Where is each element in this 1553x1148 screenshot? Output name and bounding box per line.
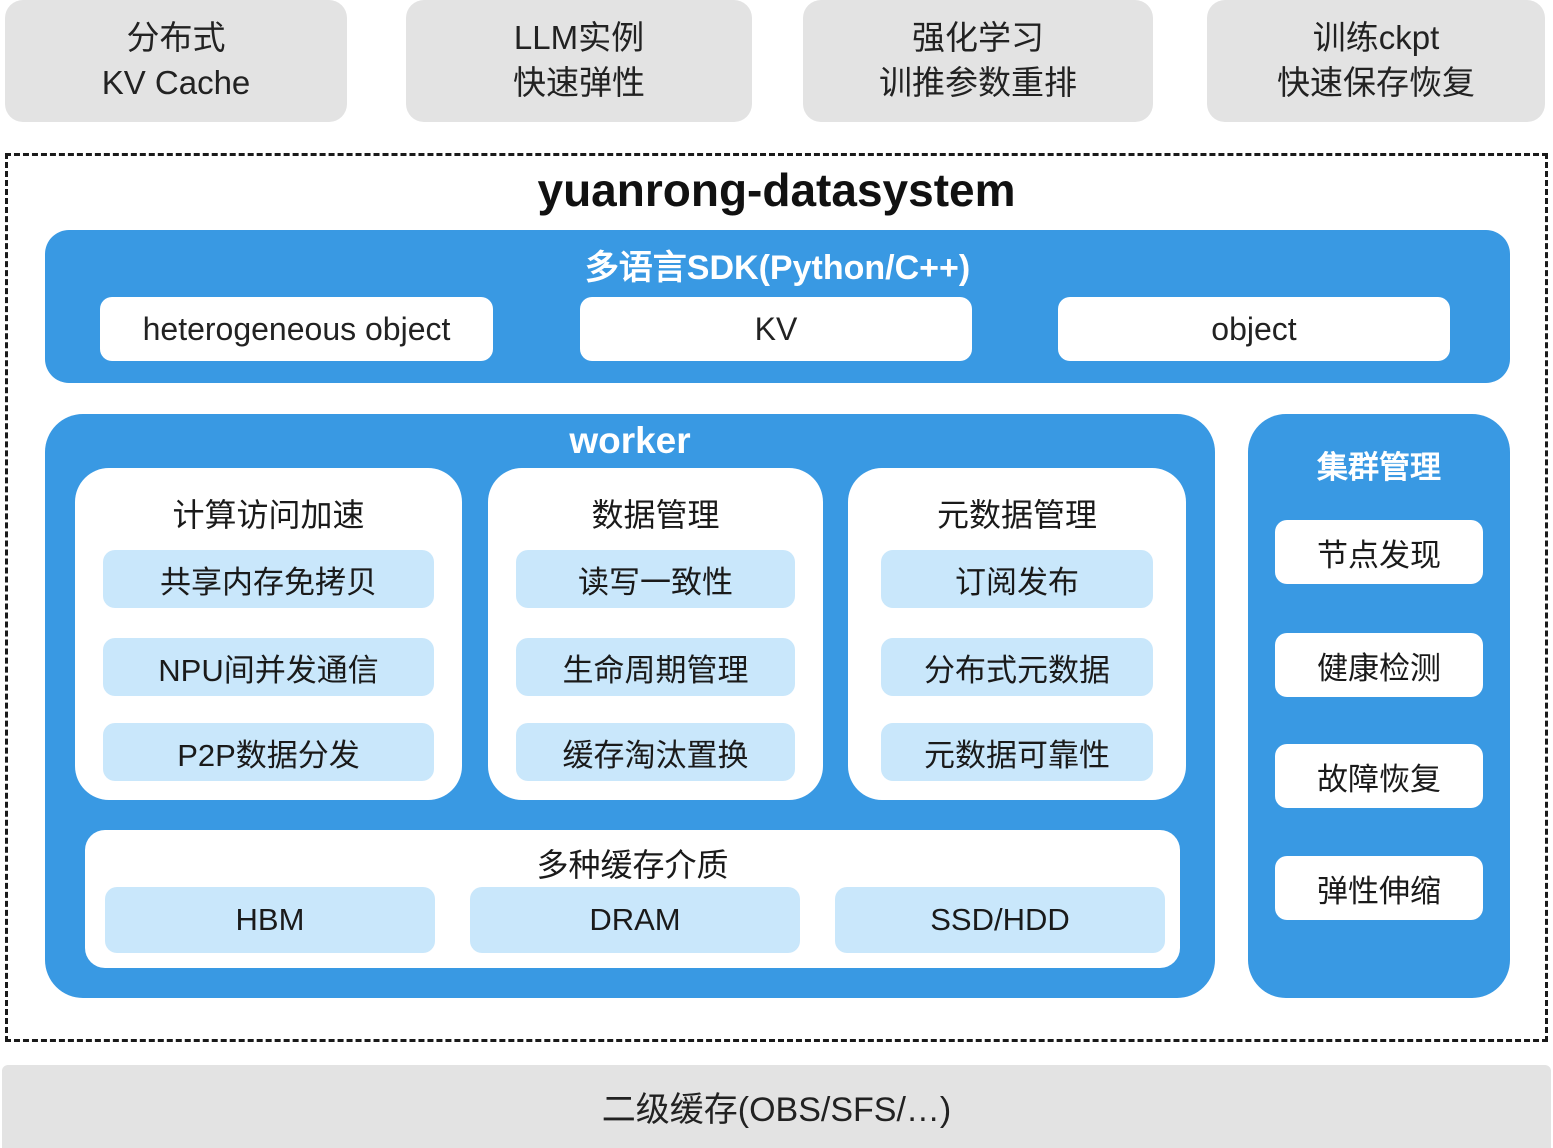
worker-title: worker [569,420,691,461]
worker-column-metadata-management: 元数据管理 订阅发布 分布式元数据 元数据可靠性 [848,468,1186,800]
usecase-line: LLM实例 [513,19,645,57]
feature-chip: 共享内存免拷贝 [103,550,434,608]
usecase-ckpt-save-restore: 训练ckpt 快速保存恢复 [1207,0,1545,122]
feature-chip: NPU间并发通信 [103,638,434,696]
worker-panel: worker 计算访问加速 共享内存免拷贝 NPU间并发通信 P2P数据分发 数… [45,414,1215,998]
feature-chip: 分布式元数据 [881,638,1153,696]
usecase-rl-param-reshuffle: 强化学习 训推参数重排 [803,0,1153,122]
cluster-item-node-discovery: 节点发现 [1275,520,1483,584]
usecase-line: 快速弹性 [513,64,645,101]
usecase-distributed-kv-cache: 分布式 KV Cache [5,0,347,122]
cache-media-hbm: HBM [105,887,435,953]
feature-chip: 缓存淘汰置换 [516,723,795,781]
feature-chip: 订阅发布 [881,550,1153,608]
cache-media-ssd-hdd: SSD/HDD [835,887,1165,953]
worker-column-title: 计算访问加速 [172,497,365,533]
usecase-line: 分布式 [126,19,226,57]
secondary-cache-bar: 二级缓存(OBS/SFS/…) [2,1065,1551,1148]
cache-media-strip: 多种缓存介质 HBM DRAM SSD/HDD [85,830,1180,968]
secondary-cache-label: 二级缓存(OBS/SFS/…) [601,1091,952,1129]
feature-chip: 元数据可靠性 [881,723,1153,781]
cluster-item-health-check: 健康检测 [1275,633,1483,697]
sdk-interface-object: object [1058,297,1450,361]
worker-column-title: 元数据管理 [936,497,1097,533]
usecase-llm-elasticity: LLM实例 快速弹性 [406,0,752,122]
usecase-line: 快速保存恢复 [1277,64,1475,101]
sdk-title: 多语言SDK(Python/C++) [584,249,971,287]
sdk-interface-heterogeneous-object: heterogeneous object [100,297,493,361]
feature-chip: 生命周期管理 [516,638,795,696]
usecase-line: 训练ckpt [1312,19,1440,57]
sdk-interface-kv: KV [580,297,972,361]
cache-media-title: 多种缓存介质 [536,847,729,883]
cluster-item-elastic-scaling: 弹性伸缩 [1275,856,1483,920]
feature-chip: 读写一致性 [516,550,795,608]
cluster-item-failure-recovery: 故障恢复 [1275,744,1483,808]
cluster-management-panel: 集群管理 节点发现 健康检测 故障恢复 弹性伸缩 [1248,414,1510,998]
usecase-line: 强化学习 [912,19,1044,57]
feature-chip: P2P数据分发 [103,723,434,781]
cache-media-dram: DRAM [470,887,800,953]
usecase-line: 训推参数重排 [879,64,1077,101]
cluster-management-title: 集群管理 [1317,450,1441,485]
worker-column-compute-access: 计算访问加速 共享内存免拷贝 NPU间并发通信 P2P数据分发 [75,468,462,800]
worker-column-title: 数据管理 [591,497,720,533]
worker-column-data-management: 数据管理 读写一致性 生命周期管理 缓存淘汰置换 [488,468,823,800]
sdk-band: 多语言SDK(Python/C++) heterogeneous object … [45,230,1510,383]
usecase-line: KV Cache [101,64,251,101]
system-title: yuanrong-datasystem [537,164,1016,216]
